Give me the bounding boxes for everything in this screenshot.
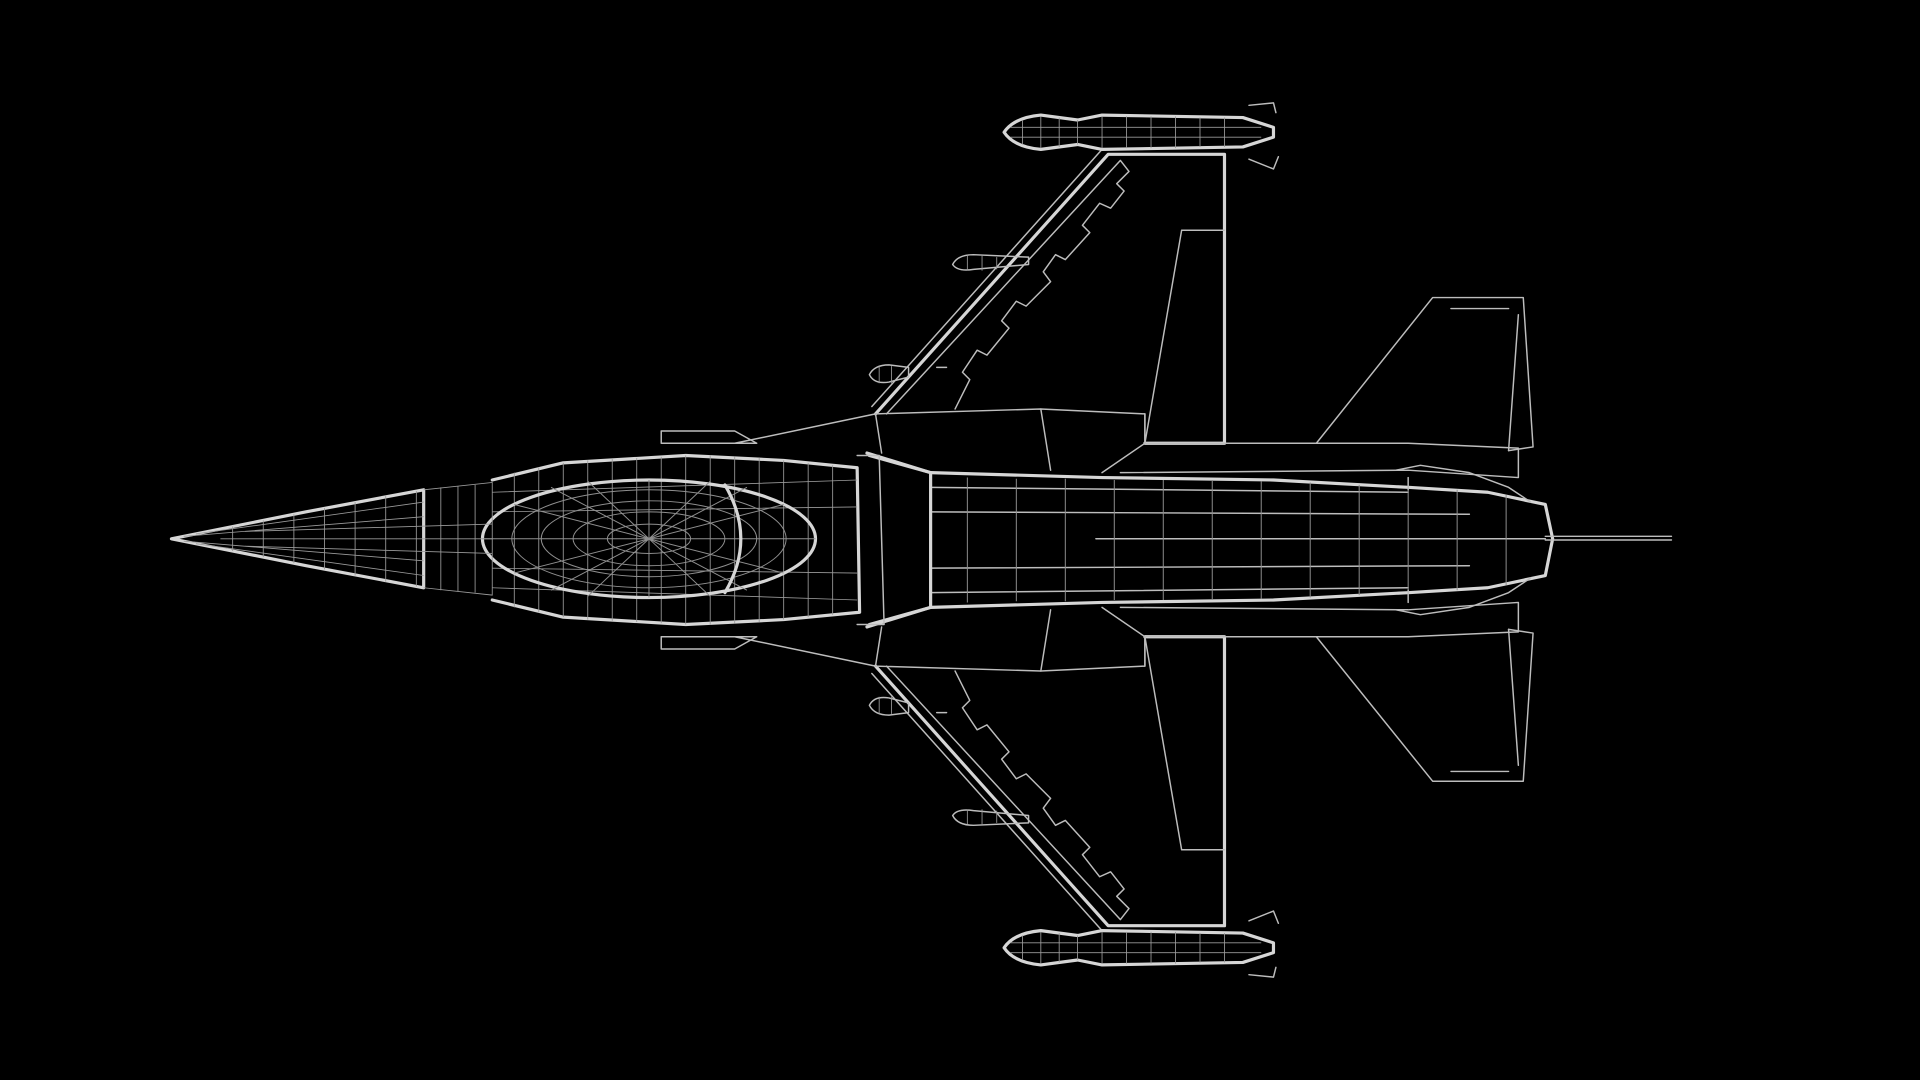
pylon-store-4	[868, 696, 910, 716]
wingtip-store-upper	[1002, 102, 1280, 170]
stabilizer-lower	[1315, 628, 1534, 782]
stabilizer-upper	[1315, 296, 1534, 452]
fuselage-strakes	[733, 408, 1520, 672]
fuselage	[867, 453, 1673, 627]
jet	[169, 102, 1673, 978]
pylon-store-1	[951, 253, 1030, 271]
canopy	[480, 478, 818, 600]
nose-cone	[169, 481, 493, 596]
wingtip-store-lower	[1002, 910, 1280, 978]
forward-fuselage	[490, 430, 933, 650]
pylon-store-2	[868, 364, 910, 384]
pylon-store-3	[951, 809, 1030, 827]
